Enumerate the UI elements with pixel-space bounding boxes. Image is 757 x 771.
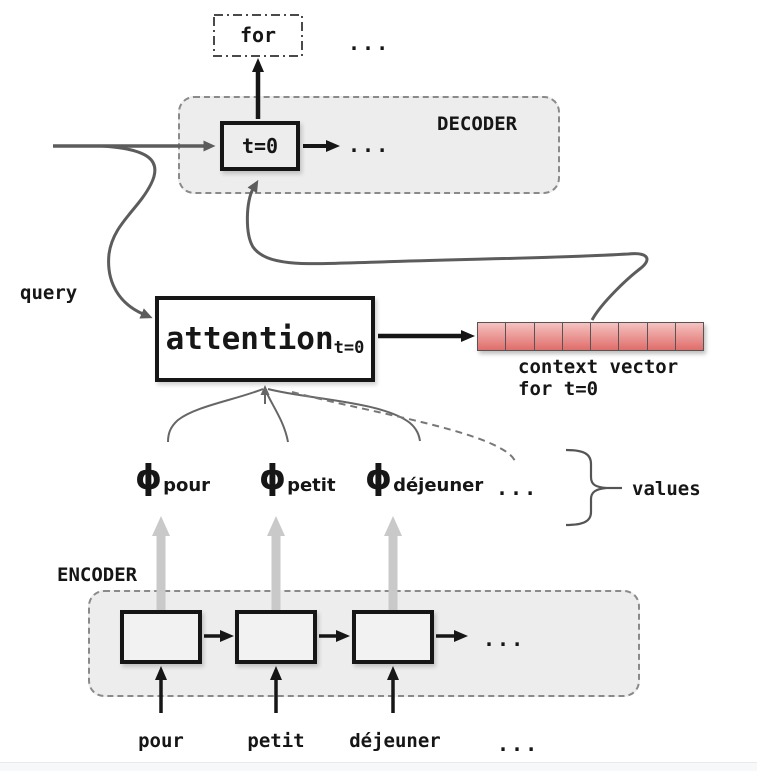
encoder-label: ENCODER (57, 564, 138, 586)
context-vector-cell (590, 323, 619, 350)
context-vector-cell (561, 323, 590, 350)
phi-symbol: ϕ (365, 458, 393, 498)
attention-name: attention (165, 321, 334, 357)
context-vector-caption-line2: for t=0 (518, 378, 599, 400)
predicted-words-ellipsis: ... (348, 31, 391, 55)
value1-line (167, 388, 264, 443)
encoder-steps-ellipsis: ... (483, 627, 526, 651)
context-feedback-arrow (245, 179, 649, 321)
decoder-steps-ellipsis: ... (348, 133, 391, 157)
value-phi-pour: ϕ pour (135, 458, 210, 506)
phi-subscript: petit (287, 475, 336, 496)
value2-line (264, 388, 289, 443)
values-label: values (632, 478, 701, 500)
values-brace (565, 448, 607, 527)
decoder-state-box: t=0 (220, 121, 300, 171)
predicted-word-label: for (239, 23, 277, 47)
context-vector-cell (646, 323, 675, 350)
attention-subscript: t=0 (333, 338, 365, 358)
context-vector-caption-line1: context vector (518, 356, 679, 378)
context-vector-cell (533, 323, 562, 350)
query-arrow (101, 144, 157, 319)
input-word-dejeuner: déjeuner (349, 730, 441, 752)
predicted-word-box (213, 14, 303, 57)
value-phi-dejeuner: ϕ déjeuner (365, 458, 483, 506)
phi-symbol: ϕ (259, 458, 287, 498)
input-words-ellipsis: ... (497, 732, 540, 756)
phi-symbol: ϕ (135, 458, 163, 498)
phi-subscript: déjeuner (393, 475, 484, 496)
context-vector (477, 322, 704, 351)
encoder-state-box-1 (120, 610, 202, 664)
query-label: query (20, 282, 78, 304)
phi-subscript: pour (163, 475, 211, 496)
context-vector-cell (505, 323, 534, 350)
value3-line (267, 388, 421, 442)
context-vector-caption: context vector for t=0 (518, 356, 678, 400)
value-phi-petit: ϕ petit (259, 458, 336, 506)
bottom-edge-strip (0, 762, 757, 771)
encoder-state-box-3 (352, 610, 434, 664)
context-vector-cell (618, 323, 647, 350)
context-vector-cell (478, 323, 506, 350)
input-word-petit: petit (247, 730, 305, 752)
decoder-label: DECODER (437, 113, 518, 135)
encoder-state-box-2 (235, 610, 317, 664)
values-ellipsis: ... (496, 476, 539, 500)
input-word-pour: pour (138, 730, 184, 752)
context-vector-cell (674, 323, 703, 350)
value-ellipsis-dashed-line (291, 391, 516, 462)
